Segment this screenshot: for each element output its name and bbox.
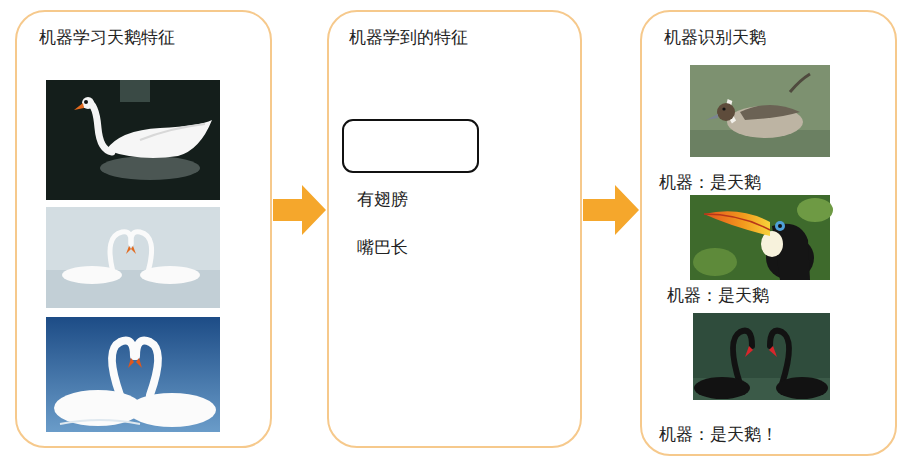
toucan-photo [797,198,833,222]
swan-photo [60,420,140,424]
swan-photo [131,246,136,254]
text-slot: 有翅膀 [357,189,408,209]
text-slot: 机器学习天鹅特征 [39,27,175,47]
swan-photo [62,266,122,284]
swan-photo [136,341,158,395]
panel-title: 机器学习天鹅特征 [39,27,175,47]
swan-photo [131,232,152,272]
panel-text: 机器：是天鹅！ [659,424,778,444]
text-slot: 机器：是天鹅 [659,172,761,192]
black-swan-photo [745,346,753,357]
text-slot: 嘴巴长 [357,237,408,257]
black-swan-photo [769,346,777,357]
swan-photo [88,102,112,152]
panel-title: 机器学到的特征 [349,27,468,47]
duck-photo [690,65,830,157]
black-swan-photo [733,331,752,384]
feature-panel: 机器学习天鹅特征 [15,10,272,448]
swan-photo [140,266,200,284]
toucan-photo [778,224,782,228]
block-arrow [273,185,326,235]
swan-photo [46,317,220,432]
feature-panel: 机器学到的特征有翅膀嘴巴长 [327,10,582,448]
duck-photo [717,103,735,121]
text-slot: 机器：是天鹅！ [659,424,778,444]
swan-photo [126,246,131,254]
duck-photo [740,105,800,120]
swan-photo [46,207,220,308]
black-swan-photo [693,378,830,400]
black-swan-photo [770,331,789,384]
feature-box [343,120,478,172]
black-swan-photo [694,377,750,399]
swan-photo [46,80,220,200]
duck-photo [790,74,810,92]
swan-photo [46,207,220,308]
text-slot: 机器：是天鹅 [667,285,769,305]
panel-title: 机器识别天鹅 [664,27,766,47]
swan-photo [84,100,88,104]
toucan-photo [704,211,770,236]
toucan-photo [761,231,783,257]
duck-photo [706,114,718,120]
black-swan-photo [776,377,828,399]
duck-photo [727,106,803,138]
black-swan-photo [693,313,830,400]
swan-photo [136,358,142,368]
swan-photo [106,120,212,158]
block-arrow [583,185,639,235]
toucan-photo [690,195,833,280]
duck-photo [690,65,830,157]
text-slot: 机器学到的特征 [349,27,468,47]
panel-text: 嘴巴长 [357,237,408,257]
swan-photo [112,341,134,395]
panel-text: 机器：是天鹅 [659,172,761,192]
swan-photo [128,358,134,368]
swan-photo [140,124,205,140]
swan-photo [100,156,200,180]
feature-panel: 机器识别天鹅机器：是天鹅机器：是天鹅机器：是天鹅！ [640,10,897,456]
toucan-photo [704,214,770,230]
panel-text: 有翅膀 [357,189,408,209]
swan-photo [74,103,84,110]
duck-photo [722,107,725,110]
swan-photo [46,317,220,432]
text-slot: 机器识别天鹅 [664,27,766,47]
swan-photo [46,80,220,200]
toucan-photo [693,248,737,276]
swan-photo [110,232,131,272]
swan-photo [128,393,216,427]
swan-photo [120,80,150,102]
toucan-photo [775,221,785,231]
panel-text: 机器：是天鹅 [667,285,769,305]
black-swan-photo [693,313,830,400]
